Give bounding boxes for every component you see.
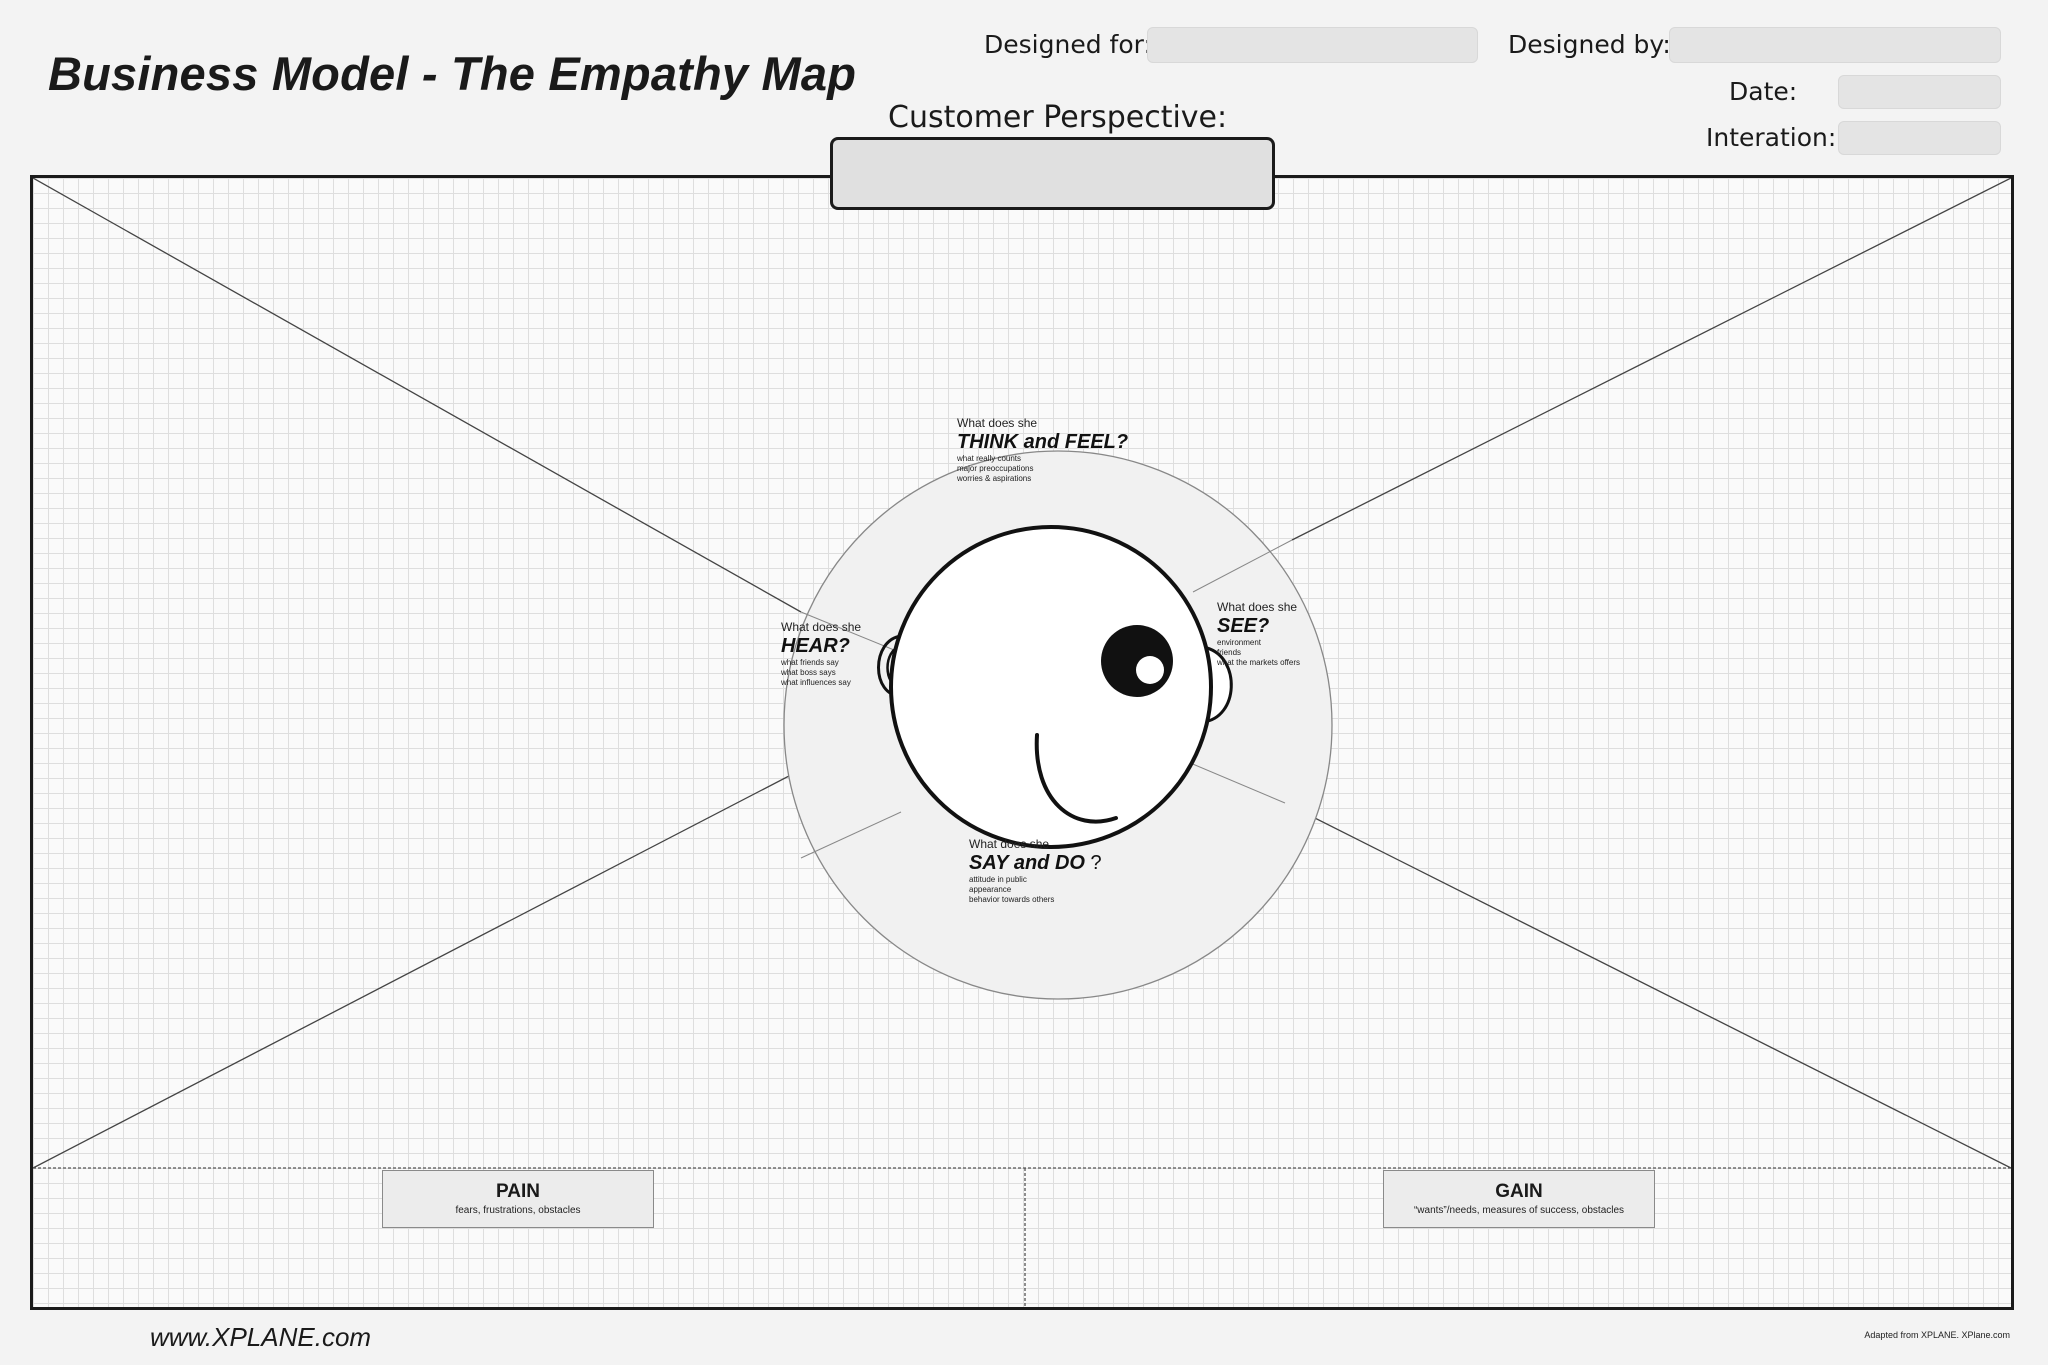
say-do-note: attitude in public xyxy=(969,875,1027,884)
say-do-lead: What does she xyxy=(969,837,1050,851)
think-feel-title: THINK and FEEL? xyxy=(957,431,1129,453)
page-title: Business Model - The Empathy Map xyxy=(48,47,857,100)
spoke-top-left xyxy=(800,611,900,653)
customer-perspective-label: Customer Perspective: xyxy=(888,100,1228,135)
spoke-top-right xyxy=(1192,539,1293,593)
see-note: environment xyxy=(1217,638,1262,647)
think-feel-lead: What does she xyxy=(957,416,1038,430)
designed-by-label: Designed by: xyxy=(1508,30,1671,59)
designed-by-field[interactable] xyxy=(1669,27,2001,63)
diagonal-top-right xyxy=(1291,178,2011,541)
gain-title: GAIN xyxy=(1495,1181,1543,1202)
say-do-note: appearance xyxy=(969,885,1012,894)
pain-subtitle: fears, frustrations, obstacles xyxy=(455,1205,581,1216)
diagonal-bottom-right xyxy=(1284,802,2011,1169)
say-do-note: behavior towards others xyxy=(969,895,1055,904)
think-feel-section: What does she THINK and FEEL? what reall… xyxy=(957,416,1128,484)
date-label: Date: xyxy=(1729,77,1798,106)
hear-title: HEAR? xyxy=(781,635,850,657)
hear-section: What does she HEAR? what friends say wha… xyxy=(781,620,861,688)
see-note: what the markets offers xyxy=(1217,658,1300,667)
gain-subtitle: “wants”/needs, measures of success, obst… xyxy=(1413,1205,1625,1216)
iteration-label: Interation: xyxy=(1706,123,1837,152)
say-do-section: What does she SAY and DO ? attitude in p… xyxy=(969,837,1102,905)
pain-box: PAIN fears, frustrations, obstacles xyxy=(382,1170,654,1228)
footer-url[interactable]: www.XPLANE.com xyxy=(150,1322,372,1352)
gain-box: GAIN “wants”/needs, measures of success,… xyxy=(1383,1170,1655,1228)
spoke-bottom-left xyxy=(800,811,902,859)
eye xyxy=(1101,625,1173,697)
hear-note: what influences say xyxy=(781,678,851,687)
see-title: SEE? xyxy=(1217,615,1270,637)
think-feel-note: worries & aspirations xyxy=(957,474,1032,483)
designed-for-field[interactable] xyxy=(1147,27,1478,63)
say-do-mark: ? xyxy=(1090,852,1102,874)
empathy-map-board: What does she THINK and FEEL? what reall… xyxy=(30,175,2014,1310)
designed-for-label: Designed for: xyxy=(984,30,1152,59)
see-lead: What does she xyxy=(1217,600,1298,614)
hear-note: what friends say xyxy=(781,658,839,667)
diagonal-bottom-left xyxy=(33,762,815,1169)
see-section: What does she SEE? environment friends w… xyxy=(1217,600,1300,668)
diagonal-top-left xyxy=(33,178,802,613)
date-field[interactable] xyxy=(1838,75,2001,109)
think-feel-note: major preoccupations xyxy=(957,464,1034,473)
spoke-bottom-right xyxy=(1187,761,1286,804)
footer-credit: Adapted from XPLANE. XPlane.com xyxy=(1864,1330,2010,1340)
customer-perspective-field[interactable] xyxy=(830,137,1275,210)
hear-lead: What does she xyxy=(781,620,862,634)
see-note: friends xyxy=(1217,648,1242,657)
hear-note: what boss says xyxy=(781,668,836,677)
iteration-field[interactable] xyxy=(1838,121,2001,155)
eye-highlight xyxy=(1136,656,1164,684)
smile xyxy=(1034,733,1118,824)
head xyxy=(889,525,1213,849)
pain-title: PAIN xyxy=(496,1181,540,1202)
say-do-title: SAY and DO xyxy=(969,852,1085,874)
board-lines xyxy=(33,178,2011,1307)
think-feel-note: what really counts xyxy=(957,454,1022,463)
